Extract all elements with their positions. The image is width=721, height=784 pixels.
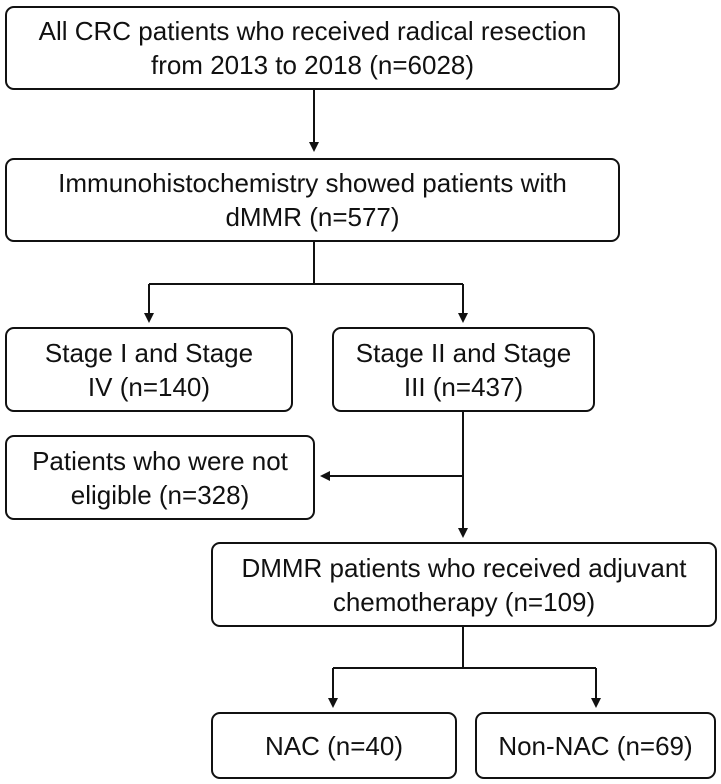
box-not-eligible-line1: Patients who were not — [32, 445, 288, 476]
box-stage-2-and-3: Stage II and Stage III (n=437) — [332, 327, 595, 412]
box-stage-2-and-3-line2: III (n=437) — [403, 371, 524, 402]
box-non-nac: Non-NAC (n=69) — [475, 712, 716, 779]
box-adjuvant-chemotherapy: DMMR patients who received adjuvant chem… — [211, 542, 717, 627]
box-stage-1-and-4-line2: IV (n=140) — [87, 371, 211, 402]
box-dmmr-patients: Immunohistochemistry showed patients wit… — [5, 158, 620, 242]
box-adjuvant-chemotherapy-line2: chemotherapy (n=109) — [332, 586, 596, 617]
box-all-crc-patients: All CRC patients who received radical re… — [5, 6, 620, 90]
box-not-eligible: Patients who were not eligible (n=328) — [5, 435, 315, 520]
box-nac: NAC (n=40) — [211, 712, 457, 779]
box-stage-1-and-4-line1: Stage I and Stage — [44, 337, 254, 368]
box-not-eligible-line2: eligible (n=328) — [70, 479, 250, 510]
box-non-nac-label: Non-NAC (n=69) — [498, 730, 693, 761]
box-all-crc-patients-line2: from 2013 to 2018 (n=6028) — [150, 50, 475, 80]
box-adjuvant-chemotherapy-line1: DMMR patients who received adjuvant — [241, 552, 687, 583]
box-stage-2-and-3-line1: Stage II and Stage — [355, 337, 572, 368]
box-nac-label: NAC (n=40) — [265, 730, 403, 761]
box-dmmr-patients-line1: Immunohistochemistry showed patients wit… — [58, 168, 567, 198]
box-stage-1-and-4: Stage I and Stage IV (n=140) — [5, 327, 293, 412]
box-all-crc-patients-line1: All CRC patients who received radical re… — [38, 16, 587, 46]
box-dmmr-patients-line2: dMMR (n=577) — [225, 202, 400, 232]
